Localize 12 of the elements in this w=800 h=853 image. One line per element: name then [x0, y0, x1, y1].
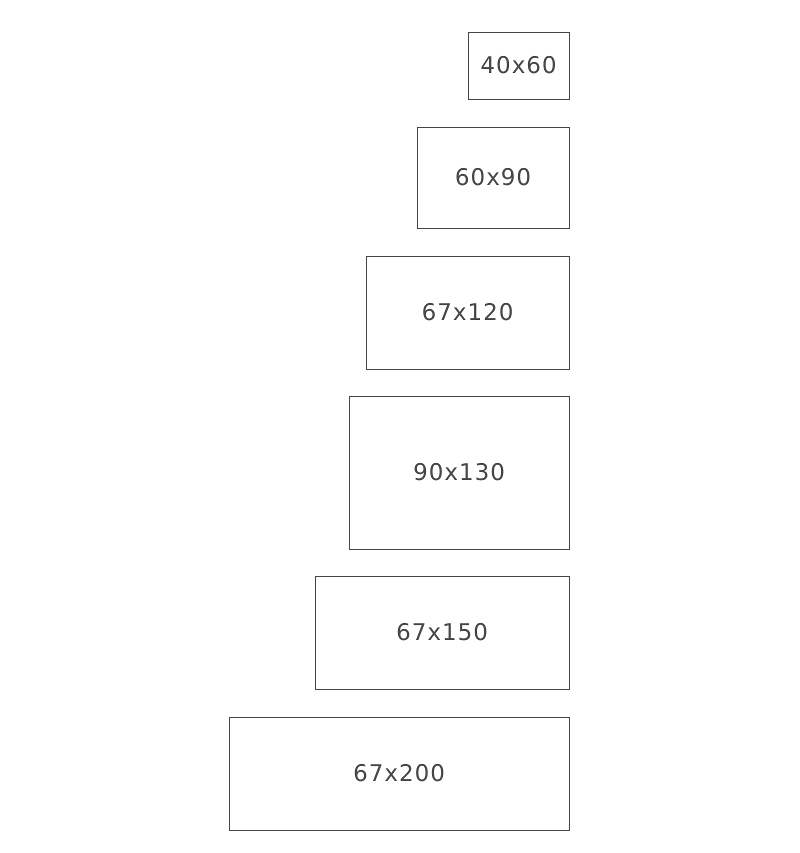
size-box [417, 127, 570, 229]
size-label: 67x150 [396, 620, 489, 646]
size-label: 90x130 [413, 460, 506, 486]
size-label: 67x200 [353, 761, 446, 787]
size-box [468, 32, 570, 100]
size-box [315, 576, 570, 690]
size-box [229, 717, 570, 831]
size-label: 67x120 [422, 300, 514, 326]
size-label: 40x60 [480, 53, 558, 79]
size-box [366, 256, 570, 370]
size-label: 60x90 [454, 165, 532, 191]
size-box [349, 396, 570, 550]
